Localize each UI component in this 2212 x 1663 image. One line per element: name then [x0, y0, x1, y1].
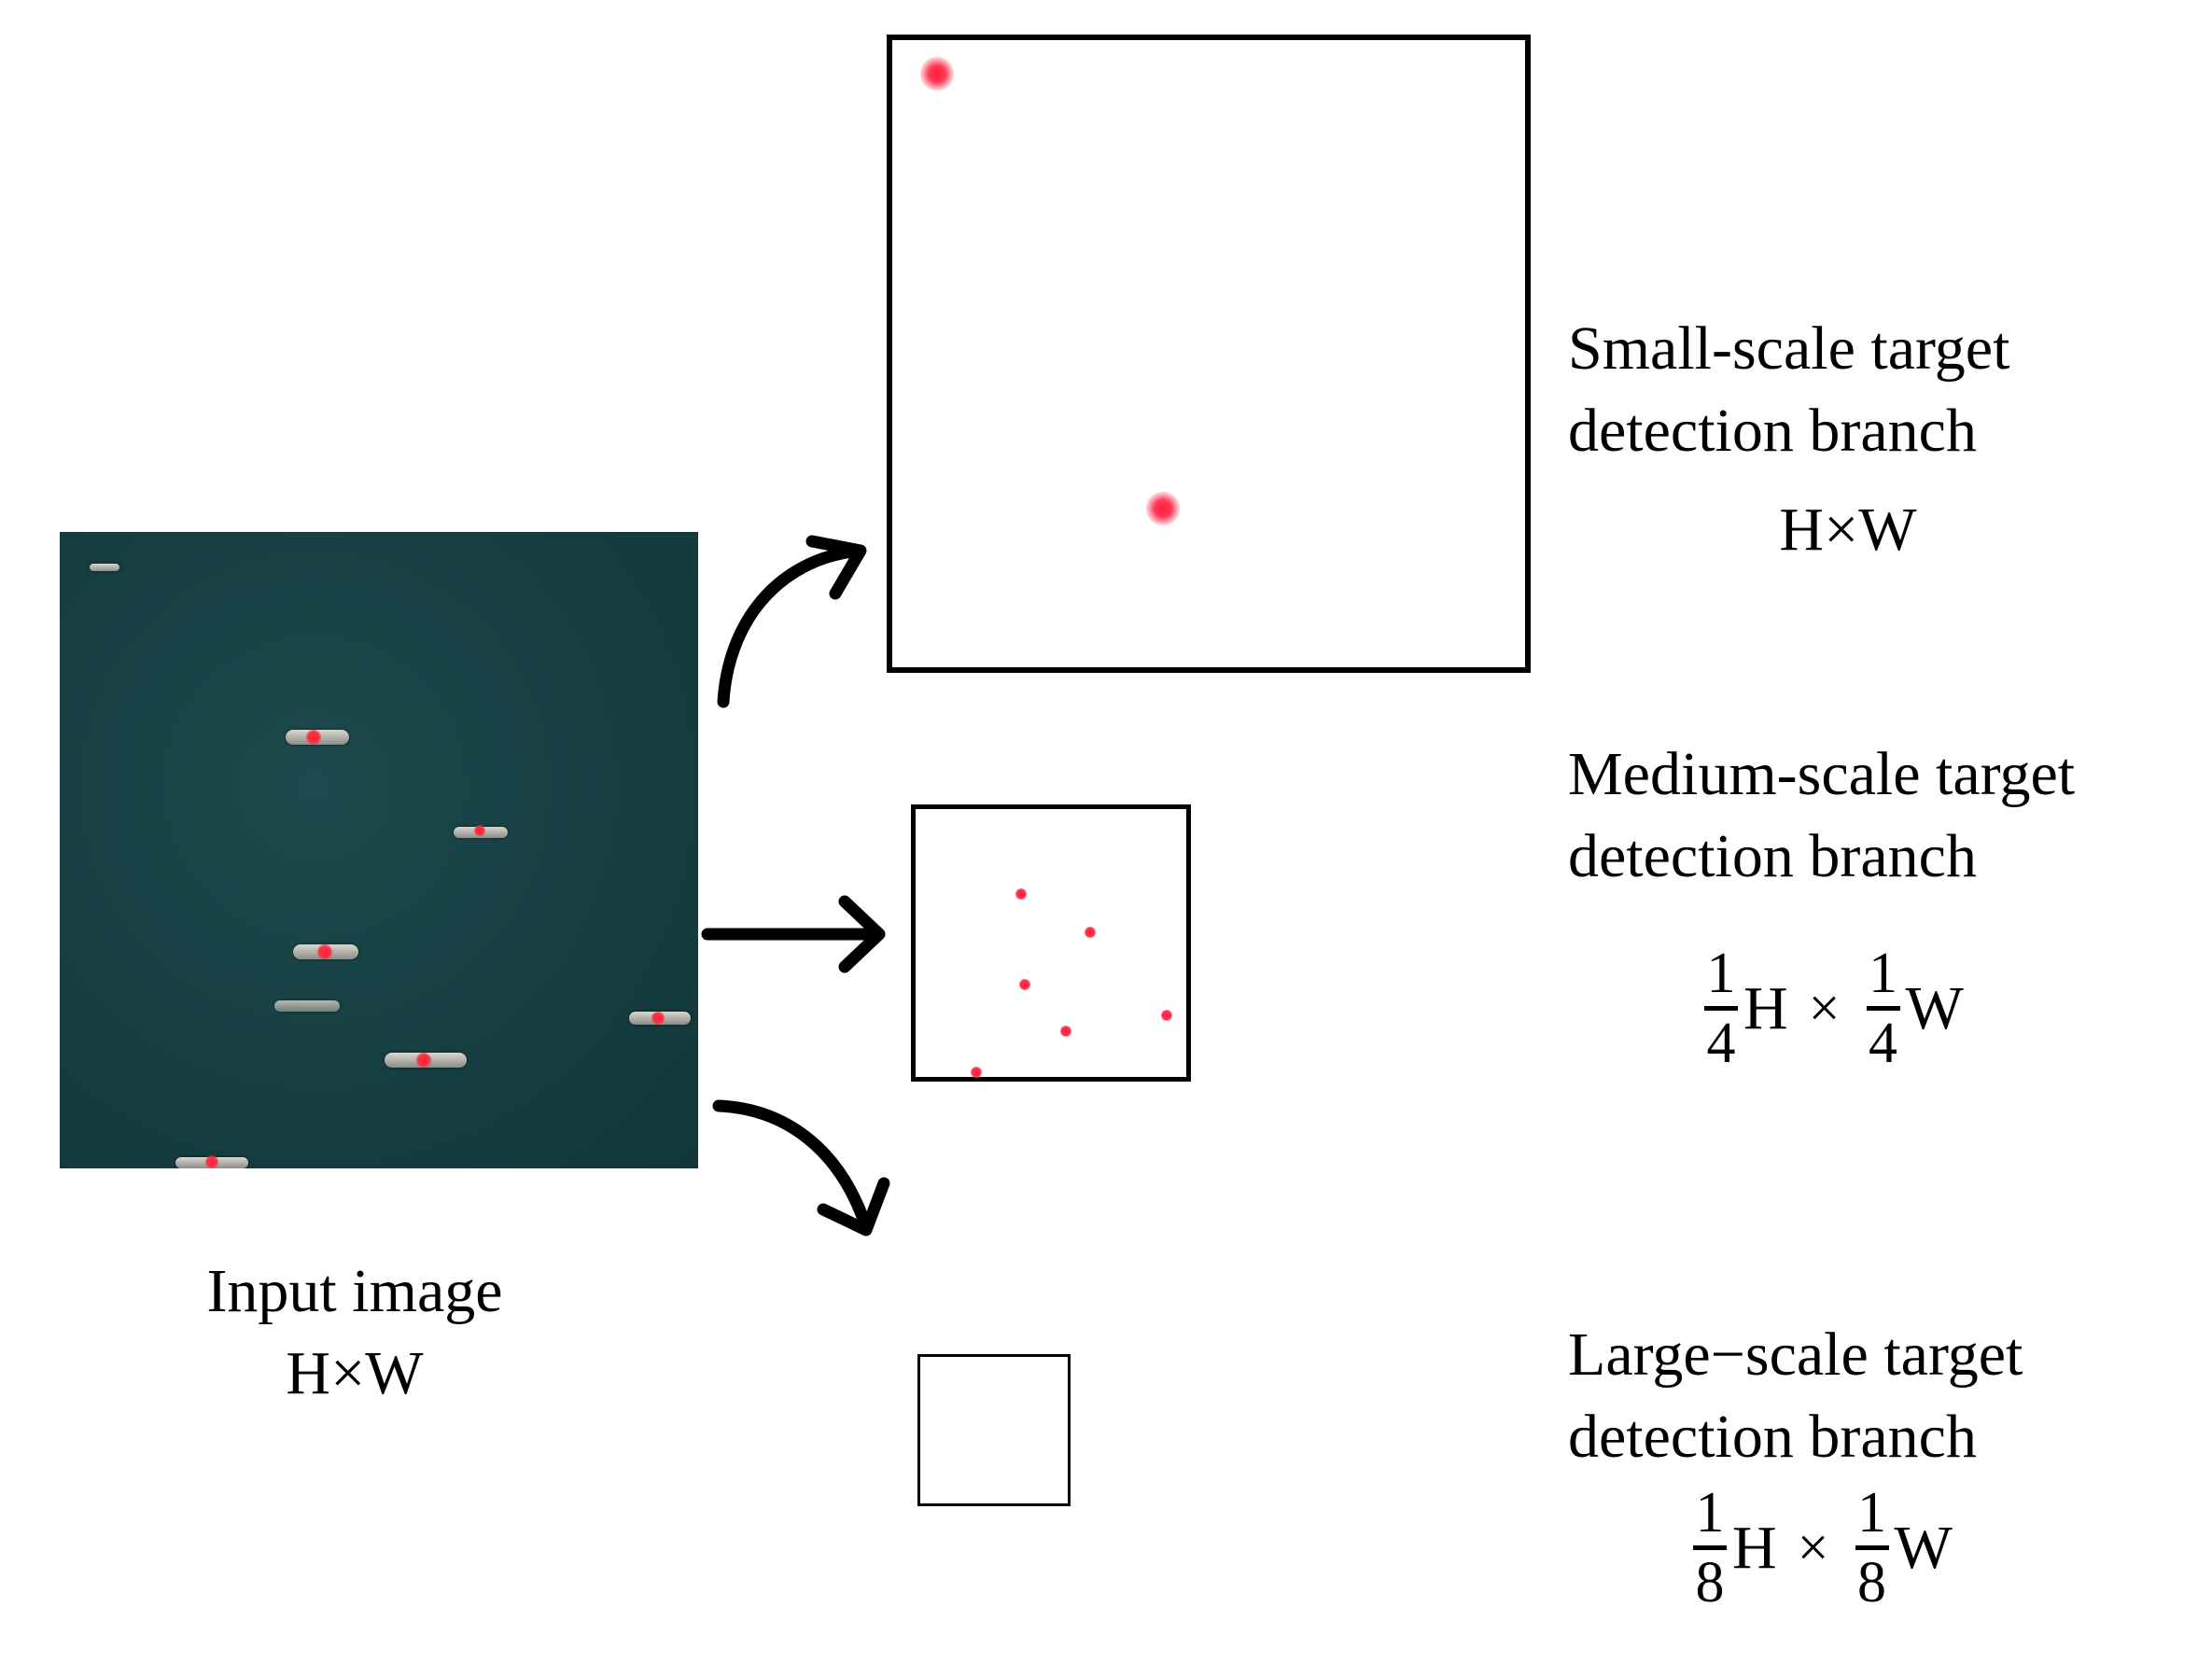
heatmap-peak: [1146, 492, 1180, 525]
times-symbol: ×: [1808, 977, 1841, 1039]
fraction-bar: [1693, 1545, 1727, 1550]
heatmap-peak: [1085, 927, 1096, 938]
large-branch-title-line2: detection branch: [1568, 1403, 1977, 1471]
fraction: 1 8: [1693, 1482, 1727, 1614]
ship-detection-dot: [317, 944, 332, 959]
fraction: 1 8: [1855, 1482, 1889, 1614]
fraction-denominator: 8: [1857, 1551, 1887, 1614]
large-branch-title-line1: Large−scale target: [1568, 1321, 2023, 1389]
small-branch-title-line2: detection branch: [1568, 397, 1977, 465]
fraction-numerator: 1: [1695, 1481, 1725, 1544]
ship-detection-dot: [416, 1053, 431, 1068]
ship-detection-dot: [306, 730, 321, 745]
heatmap-peak: [920, 57, 954, 91]
heatmap-peak: [1060, 1026, 1071, 1037]
fraction-numerator: 1: [1869, 942, 1898, 1005]
fraction-numerator: 1: [1706, 942, 1736, 1005]
small-scale-feature-map: [887, 35, 1531, 673]
fraction-numerator: 1: [1857, 1481, 1887, 1544]
ship-detection-dot: [651, 1012, 665, 1025]
ship: [274, 1000, 340, 1012]
ship-detection-dot: [205, 1155, 218, 1168]
width-symbol: W: [1894, 1513, 1953, 1582]
heatmap-peak: [971, 1067, 982, 1078]
medium-branch-size-formula: 1 4 H × 1 4 W: [1699, 943, 1964, 1074]
small-branch-title-line1: Small-scale target: [1568, 314, 2010, 383]
arrow-to-large-branch: [712, 1099, 873, 1234]
fraction-denominator: 4: [1706, 1012, 1736, 1075]
fraction-bar: [1866, 1006, 1900, 1011]
large-branch-size-formula: 1 8 H × 1 8 W: [1687, 1482, 1953, 1614]
medium-branch-title-line2: detection branch: [1568, 822, 1977, 890]
fraction: 1 4: [1866, 942, 1900, 1075]
small-branch-title: Small-scale target detection branch: [1568, 308, 2009, 472]
medium-branch-title: Medium-scale target detection branch: [1568, 734, 2075, 898]
fraction-denominator: 8: [1695, 1551, 1725, 1614]
fraction-denominator: 4: [1869, 1012, 1898, 1075]
input-image: [60, 532, 698, 1168]
ship-detection-dot: [474, 825, 485, 836]
fraction-bar: [1704, 1006, 1738, 1011]
arrow-to-small-branch-head: [805, 535, 867, 600]
input-image-label: Input image H×W: [149, 1251, 560, 1415]
large-scale-feature-map: [917, 1354, 1071, 1506]
input-image-size: H×W: [286, 1339, 424, 1407]
arrow-to-large-branch-head: [817, 1177, 890, 1237]
width-symbol: W: [1905, 973, 1964, 1042]
medium-branch-title-line1: Medium-scale target: [1568, 740, 2076, 808]
heatmap-peak: [1161, 1010, 1172, 1021]
times-symbol: ×: [1797, 1516, 1829, 1578]
input-image-title: Input image: [206, 1257, 503, 1325]
fraction-bar: [1855, 1545, 1889, 1550]
small-branch-size: H×W: [1779, 496, 1917, 564]
ship: [90, 564, 119, 571]
large-branch-title: Large−scale target detection branch: [1568, 1314, 2023, 1478]
arrow-to-small-branch: [717, 544, 865, 708]
heatmap-peak: [1019, 979, 1030, 990]
height-symbol: H: [1743, 973, 1788, 1042]
fraction: 1 4: [1704, 943, 1738, 1074]
medium-scale-feature-map: [911, 804, 1191, 1082]
arrow-to-medium-branch-head: [838, 895, 886, 973]
heatmap-peak: [1015, 888, 1027, 900]
height-symbol: H: [1732, 1513, 1777, 1582]
